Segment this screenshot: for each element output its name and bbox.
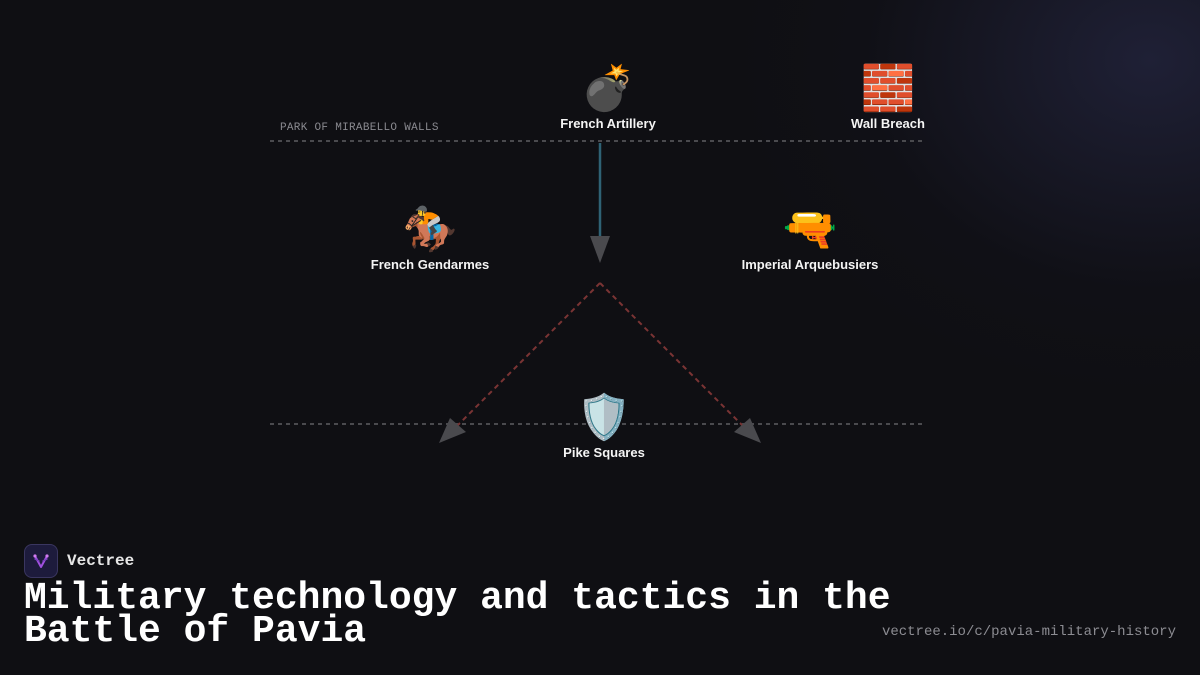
edge-center-to-right	[599, 282, 746, 429]
node-wall-breach[interactable]: 🧱 Wall Breach	[851, 63, 925, 132]
arrowhead-right	[734, 418, 761, 443]
arrowhead-center	[590, 236, 610, 263]
node-french-artillery[interactable]: 💣 French Artillery	[560, 63, 656, 132]
page-title: Military technology and tactics in the B…	[24, 577, 891, 653]
edge-center-to-left	[454, 282, 601, 429]
bomb-icon: 💣	[580, 63, 636, 114]
arrowhead-left	[439, 418, 466, 443]
node-french-gendarmes[interactable]: 🏇 French Gendarmes	[370, 204, 490, 273]
node-label: French Artillery	[560, 116, 656, 131]
shield-icon: 🛡️	[576, 392, 632, 443]
node-pike-squares[interactable]: 🛡️ Pike Squares	[563, 392, 645, 461]
zone-label: PARK OF MIRABELLO WALLS	[280, 122, 439, 134]
node-label: French Gendarmes	[370, 257, 490, 272]
source-url[interactable]: vectree.io/c/pavia-military-history	[881, 624, 1176, 640]
node-label: Imperial Arquebusiers	[741, 257, 879, 272]
pistol-icon: 🔫	[782, 204, 838, 255]
node-imperial-arquebusiers[interactable]: 🔫 Imperial Arquebusiers	[741, 204, 879, 273]
brand-name: Vectree	[67, 552, 135, 570]
vectree-logo-icon	[24, 544, 58, 578]
node-label: Wall Breach	[851, 116, 925, 131]
brick-wall-icon: 🧱	[860, 63, 916, 114]
brand: Vectree	[24, 544, 134, 578]
node-label: Pike Squares	[563, 445, 645, 460]
horse-racing-icon: 🏇	[402, 204, 458, 255]
